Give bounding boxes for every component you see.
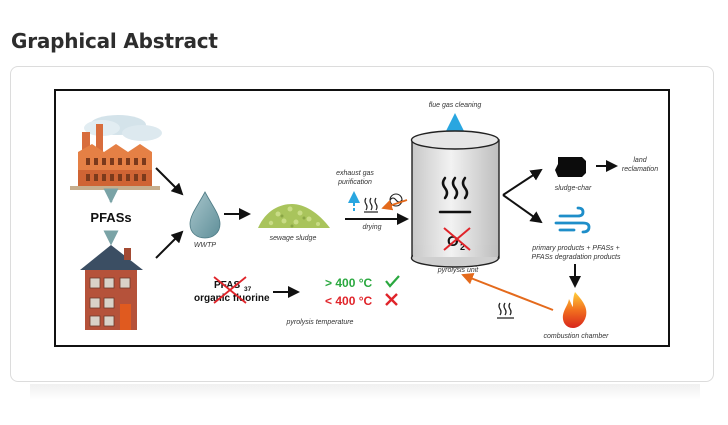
water-drop-icon — [189, 191, 221, 239]
pfass-label: PFASs — [90, 210, 131, 225]
orange-return-arrow — [461, 273, 554, 311]
page-title: Graphical Abstract — [11, 29, 218, 53]
heat-waves-icon — [438, 176, 472, 214]
arrow-pyrolysis-char — [502, 168, 543, 196]
arrow-factory-wwtp — [155, 167, 184, 196]
organic-fluorine-label: organic fluorine — [194, 293, 270, 304]
above-400-label: > 400 °C — [325, 276, 372, 290]
pyrolysis-temperature-label: pyrolysis temperature — [286, 319, 354, 326]
drying-label: drying — [362, 224, 381, 231]
orange-arrow-to-exhaust — [381, 199, 408, 211]
flame-icon — [562, 292, 587, 328]
o2-subscript: 2 — [460, 242, 465, 252]
cross-icon — [443, 227, 471, 251]
exhaust-gas-label-1: exhaust gas — [336, 170, 374, 177]
heat-waves-icon — [364, 197, 378, 213]
sludge-char-label: sludge-char — [555, 185, 592, 192]
arrow-pyrolysis-primary — [502, 194, 543, 224]
primary-products-label-2: PFASs degradation products — [532, 254, 621, 261]
pfas37-label: PFAS — [214, 280, 240, 291]
cross-icon — [213, 276, 247, 304]
arrow-house-wwtp — [155, 230, 184, 259]
land-label-1: land — [633, 157, 647, 164]
cross-icon — [385, 293, 398, 306]
check-icon — [385, 275, 400, 288]
heat-waves-icon — [497, 302, 514, 319]
card-shadow — [30, 384, 700, 400]
sludge-pile-icon — [258, 204, 330, 228]
primary-products-label-1: primary products + PFASs + — [531, 245, 619, 252]
flue-gas-cleaning-label: flue gas cleaning — [429, 102, 482, 109]
combustion-chamber-label: combustion chamber — [544, 333, 610, 340]
factory-icon — [70, 115, 162, 190]
wwtp-label: WWTP — [194, 242, 216, 249]
pyrolysis-unit-label: pyrolysis unit — [437, 267, 480, 274]
sludge-char-icon — [555, 157, 586, 177]
land-label-2: reclamation — [622, 166, 658, 173]
exhaust-gas-label-2: purification — [337, 179, 372, 186]
wind-icon — [554, 206, 591, 234]
sewage-sludge-label: sewage sludge — [270, 235, 317, 242]
house-icon — [80, 245, 143, 330]
below-400-label: < 400 °C — [325, 294, 372, 308]
pfas37-subscript: 37 — [244, 286, 252, 293]
